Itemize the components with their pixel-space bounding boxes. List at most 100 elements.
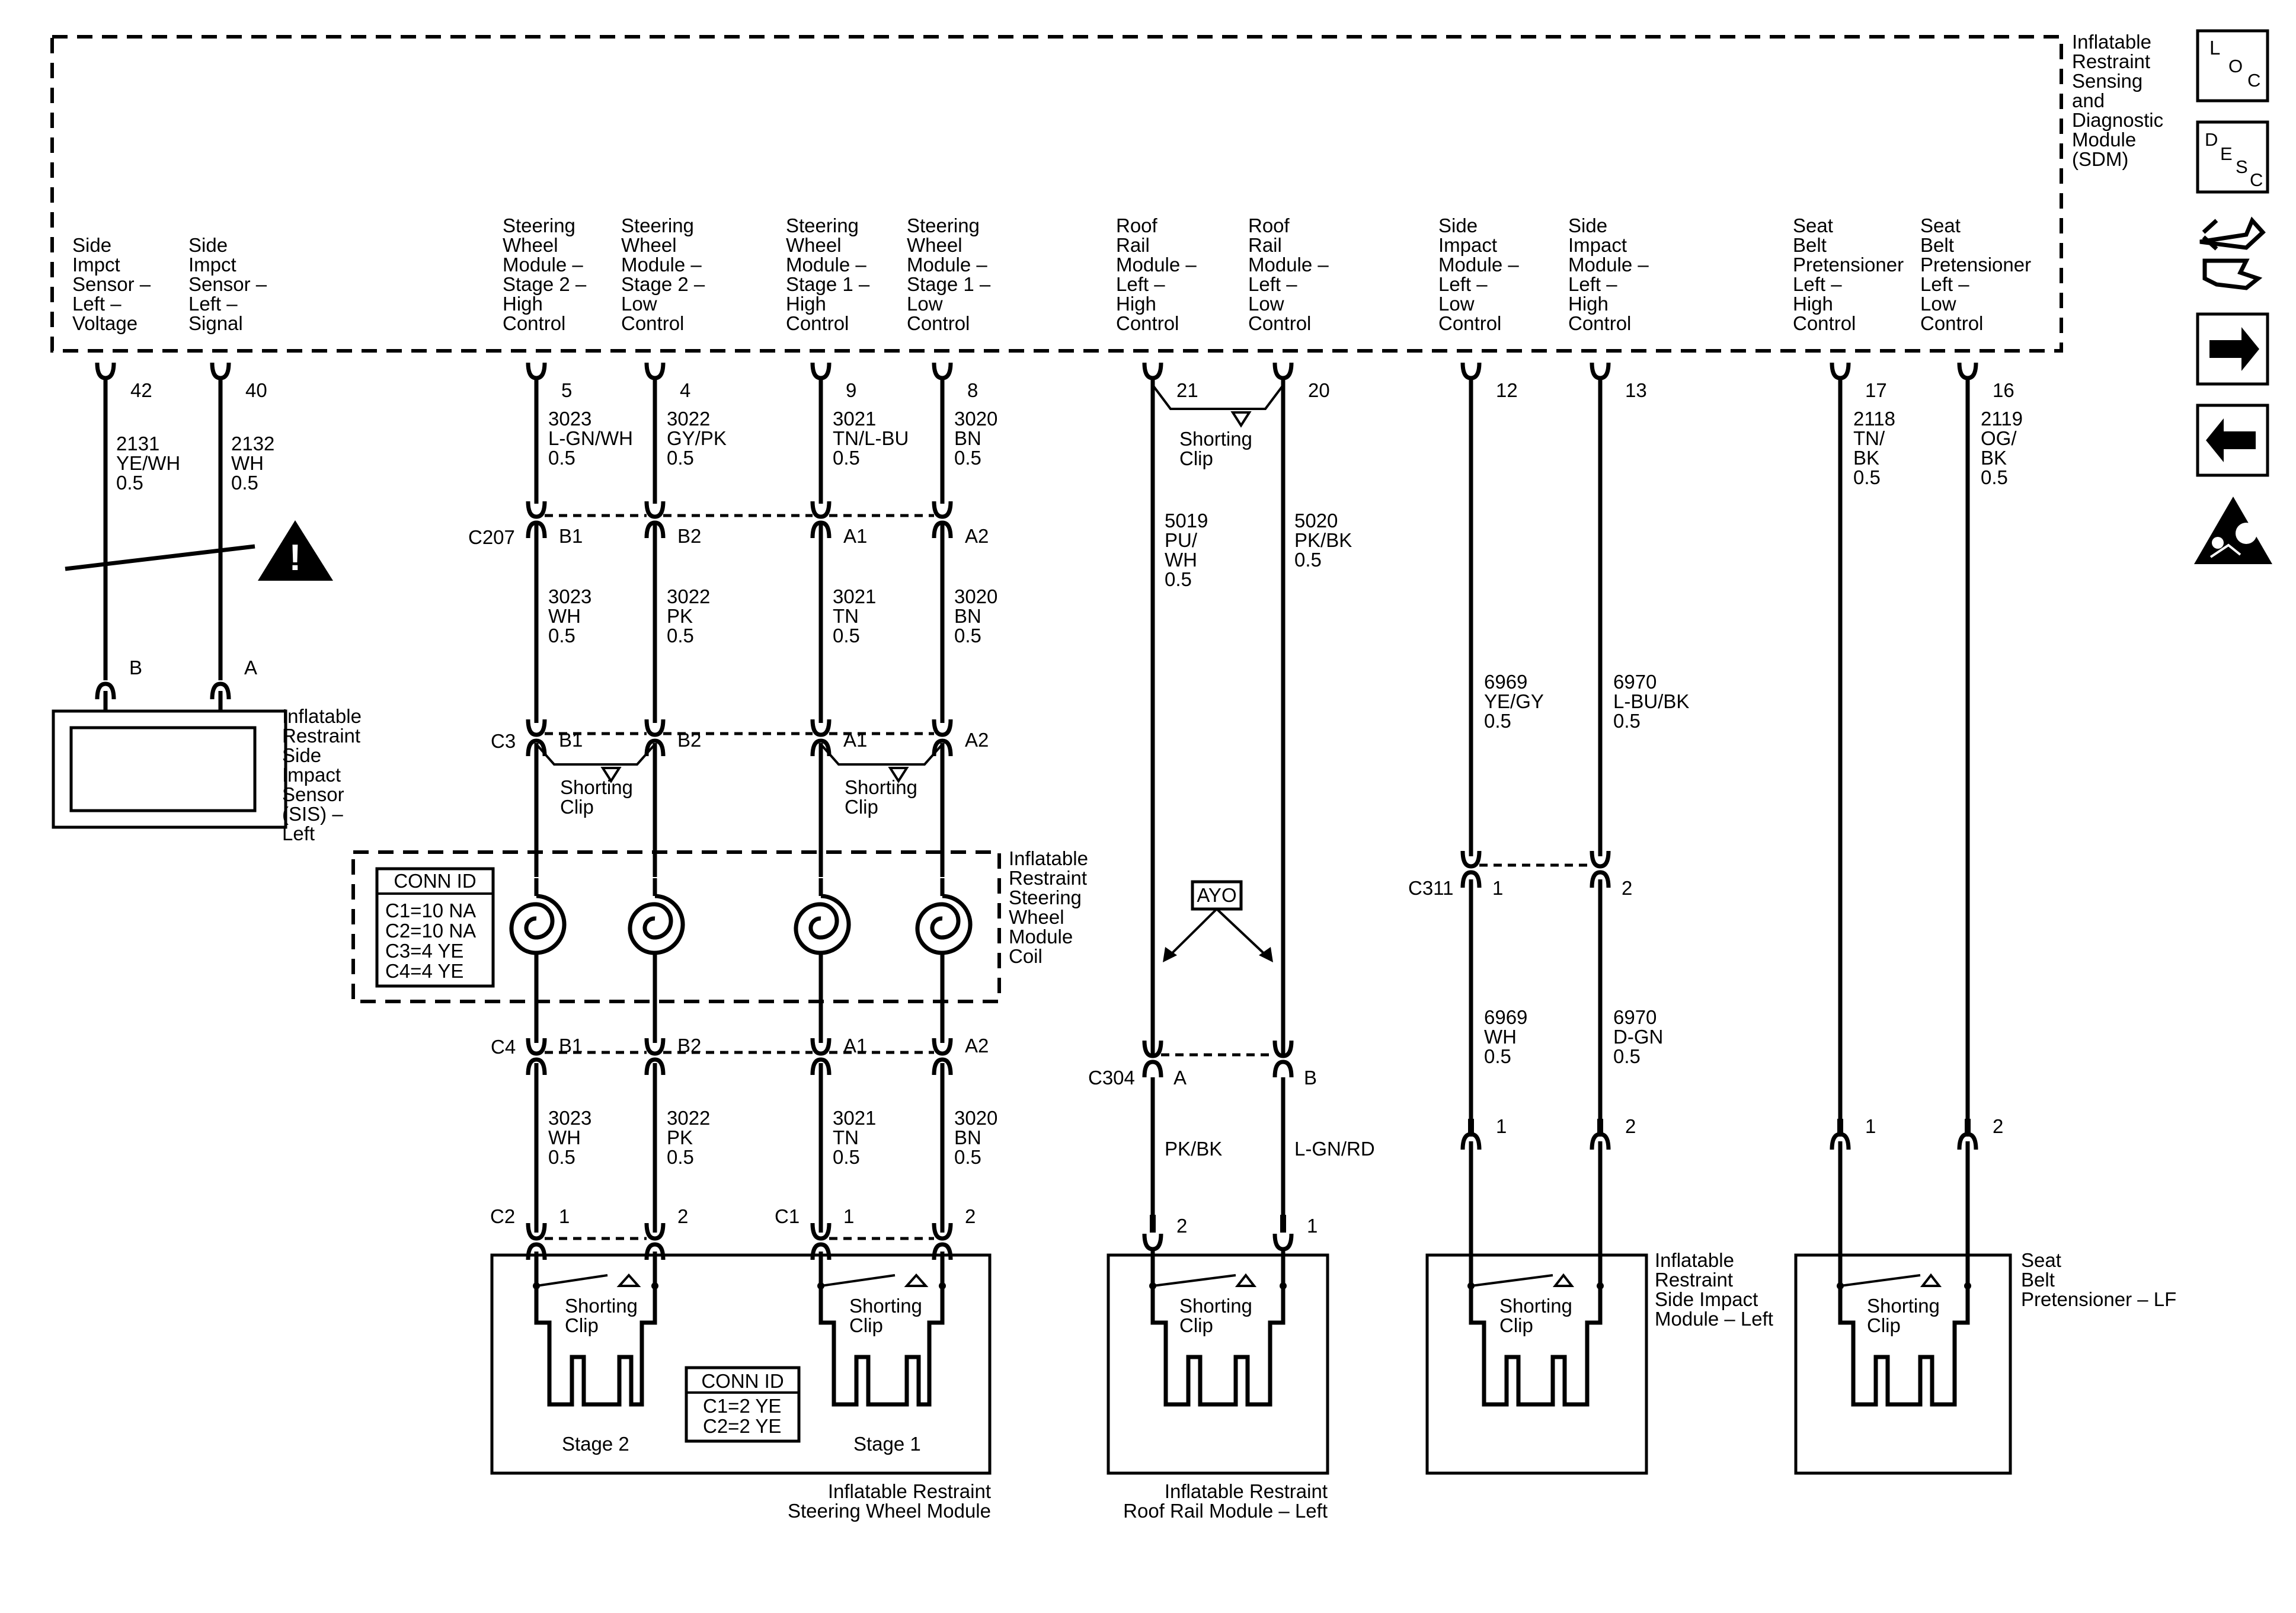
- c207-terminal: [932, 501, 953, 519]
- loc-icon-letter: O: [2228, 56, 2243, 76]
- coil-label: Inflatable: [1009, 847, 1088, 869]
- connector-name: C1: [775, 1205, 800, 1227]
- sdm-pin-label: Sensor –: [188, 273, 267, 295]
- seat-belt-module-box: [1794, 1253, 2012, 1475]
- c4-terminal: [810, 1057, 832, 1076]
- wire-label: BN: [954, 605, 981, 627]
- sdm-pin-label: Steering: [786, 215, 859, 236]
- module-terminal: [1460, 1132, 1482, 1150]
- sdm-pin-label: Module –: [907, 254, 987, 276]
- wire-label: 3020: [954, 585, 997, 607]
- switch-arrow: [616, 1273, 641, 1287]
- wire-label: GY/PK: [667, 427, 727, 449]
- connector-name: C4: [491, 1036, 516, 1058]
- sdm-pin-label: Module –: [503, 254, 583, 276]
- sdm-pin-label: Seat: [1920, 215, 1961, 236]
- wire-label: 0.5: [833, 1146, 860, 1168]
- wire-label: 2119: [1981, 408, 2023, 430]
- c207-terminal: [932, 520, 953, 539]
- switch-arrow: [1235, 1273, 1257, 1287]
- sdm-pin-label: Wheel: [907, 234, 962, 256]
- sdm-pin-number: 16: [1993, 379, 2014, 401]
- sis-sensor-body: [52, 709, 287, 829]
- wire-label: BN: [954, 1126, 981, 1148]
- coil-spiral-icon: [509, 894, 567, 955]
- sdm-pin-label: Control: [1116, 312, 1179, 334]
- sdm-pin-label: Low: [907, 293, 943, 315]
- sdm-pin-label: Left –: [1793, 273, 1842, 295]
- sdm-pin-label: Control: [1920, 312, 1983, 334]
- sdm-pin-terminal: [1830, 362, 1851, 380]
- coil-label: Restraint: [1009, 867, 1087, 889]
- sdm-pin-label: Roof: [1248, 215, 1290, 236]
- sw-module-label: Inflatable Restraint: [828, 1480, 991, 1502]
- c4-terminal: [526, 1057, 547, 1076]
- shorting-switch: [1470, 1274, 1553, 1287]
- sdm-pin-label: Control: [503, 312, 565, 334]
- wire-label: L-GN/RD: [1294, 1138, 1375, 1160]
- wire-label: 3022: [667, 408, 710, 430]
- pin-label: A2: [965, 525, 989, 547]
- wire-label: 0.5: [1853, 466, 1881, 488]
- sdm-pin-terminal: [1957, 362, 1978, 380]
- wire-label: PK: [667, 605, 693, 627]
- sdm-pin-label: Left –: [72, 293, 121, 315]
- wrench-route-icon: [2199, 216, 2266, 290]
- sdm-pin-label: Side: [72, 234, 111, 256]
- wire-label: 6970: [1613, 671, 1657, 693]
- wire-label: PK: [667, 1126, 693, 1148]
- wire-label: PU/: [1165, 529, 1198, 551]
- sdm-pin-label: Left –: [1438, 273, 1488, 295]
- coil-box: [351, 850, 1001, 1003]
- shorting-clip-label: Shorting: [1867, 1295, 1940, 1317]
- wire-label: TN: [833, 605, 859, 627]
- c4-terminal: [810, 1038, 832, 1056]
- wire-label: WH: [1484, 1026, 1517, 1048]
- initiator-element: [534, 1307, 657, 1407]
- c311-terminal: [1590, 850, 1611, 869]
- c3-terminal: [526, 719, 547, 737]
- wire-label: 0.5: [954, 1146, 981, 1168]
- caution-triangle-icon: [258, 520, 333, 581]
- wire-label: 0.5: [954, 447, 981, 469]
- sdm-pin-label: Module –: [1568, 254, 1649, 276]
- sdm-pin-number: 42: [130, 379, 152, 401]
- wire-label: 0.5: [1484, 1045, 1511, 1067]
- pin-label: 2: [677, 1205, 688, 1227]
- ayo-arrow: [1216, 908, 1268, 958]
- sdm-pin-label: Rail: [1116, 234, 1150, 256]
- c207-terminal: [526, 501, 547, 519]
- sdm-pin-label: Module –: [1248, 254, 1329, 276]
- conn-id-row: C1=10 NA: [385, 900, 476, 921]
- wire-label: 6969: [1484, 1006, 1527, 1028]
- module-terminal: [810, 1222, 832, 1241]
- roof-module-label: Inflatable Restraint: [1165, 1480, 1328, 1502]
- sdm-pin-number: 21: [1176, 379, 1198, 401]
- sdm-pin-number: 4: [680, 379, 690, 401]
- airbag-warning-icon: [2194, 497, 2272, 564]
- module-terminal: [932, 1242, 953, 1260]
- wire-label: 0.5: [667, 625, 694, 647]
- airbag-warning-detail: [2209, 543, 2241, 558]
- wire-label: 0.5: [1294, 549, 1322, 571]
- arrow-right-icon: [2196, 312, 2269, 386]
- sdm-pin-terminal: [810, 362, 832, 380]
- sdm-pin-label: Stage 1 –: [907, 273, 991, 295]
- sdm-pin-label: Impct: [188, 254, 236, 276]
- c3-terminal: [932, 719, 953, 737]
- sdm-pin-label: Low: [1438, 293, 1475, 315]
- desc-icon-letter: S: [2236, 156, 2248, 177]
- wire-label: 0.5: [1981, 466, 2008, 488]
- connector-name: C2: [490, 1205, 515, 1227]
- wire-label: 0.5: [1165, 568, 1192, 590]
- c3-terminal: [526, 738, 547, 757]
- sdm-pin-label: Side: [188, 234, 228, 256]
- module-terminal: [1142, 1233, 1163, 1252]
- sis-connector: [95, 681, 116, 700]
- sdm-pin-terminal: [210, 362, 231, 380]
- airbag-warning-detail: [2212, 537, 2224, 549]
- wire-label: D-GN: [1613, 1026, 1663, 1048]
- shorting-switch: [1152, 1274, 1236, 1287]
- wire-label: 0.5: [833, 625, 860, 647]
